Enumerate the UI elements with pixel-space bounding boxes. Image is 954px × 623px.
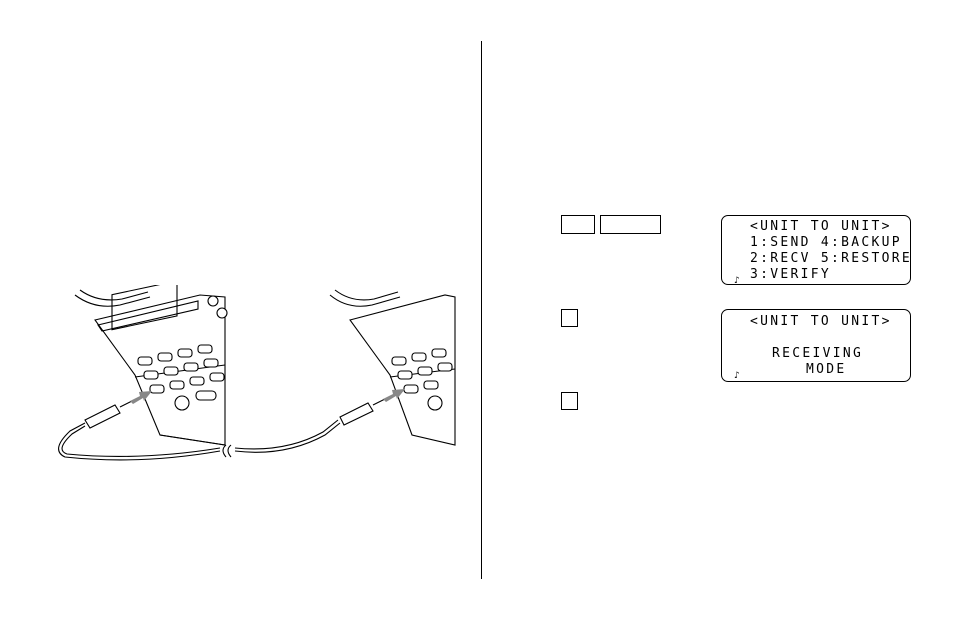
- cable-connection-illustration: [58, 285, 456, 461]
- lcd-line-1: RECEIVING: [772, 346, 864, 361]
- music-note-icon: ♪: [734, 371, 743, 381]
- key-symbol-3: [561, 309, 578, 327]
- key-symbol-4: [561, 392, 578, 410]
- lcd-line-1: 1:SEND 4:BACKUP: [750, 235, 902, 250]
- key-symbol-2: [600, 215, 661, 234]
- lcd-title: <UNIT TO UNIT>: [750, 314, 892, 329]
- lcd-line-2: MODE: [806, 362, 847, 377]
- key-symbol-1: [561, 215, 595, 234]
- lcd-line-3: 3:VERIFY: [750, 267, 832, 282]
- connection-cable: [58, 398, 386, 461]
- lcd-screen-unit-to-unit-menu: <UNIT TO UNIT> 1:SEND 4:BACKUP 2:RECV 5:…: [721, 215, 913, 286]
- lcd-screen-receiving-mode: <UNIT TO UNIT> RECEIVING MODE ♪: [721, 309, 911, 382]
- right-organizer-image: [329, 289, 456, 446]
- lcd-line-2: 2:RECV 5:RESTORE: [750, 251, 913, 266]
- column-divider: [481, 41, 482, 579]
- insert-arrows: [130, 389, 405, 404]
- left-organizer-image: [74, 285, 228, 446]
- lcd-title: <UNIT TO UNIT>: [750, 219, 892, 234]
- music-note-icon: ♪: [734, 276, 743, 286]
